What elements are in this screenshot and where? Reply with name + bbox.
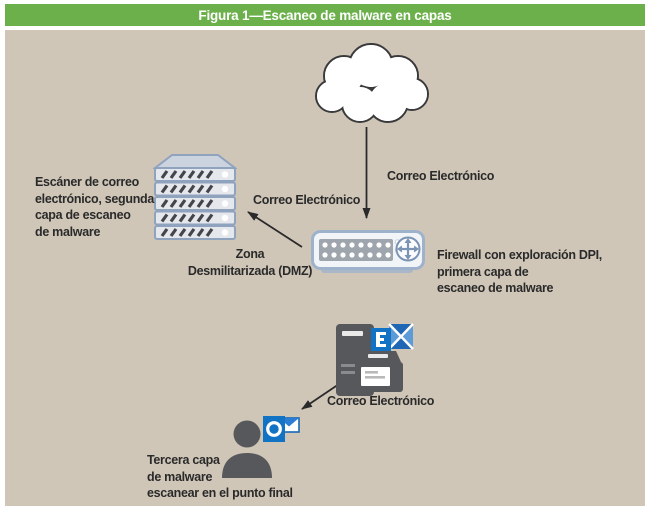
figure-title: Figura 1—Escaneo de malware en capas <box>198 7 452 23</box>
mail-scanner-server-stack-icon <box>153 154 237 240</box>
label-email-scanner-line1: Escáner de correo <box>35 175 139 189</box>
internet-cloud-icon <box>315 43 429 123</box>
label-endpoint-line2: de malware <box>147 469 213 484</box>
label-email-scanner-line3: capa de escaneo <box>35 208 131 222</box>
label-endpoint-line3: escanear en el punto final <box>147 486 293 500</box>
figure-title-bar: Figura 1—Escaneo de malware en capas <box>5 4 645 26</box>
end-user-person-icon <box>222 420 272 478</box>
label-firewall: Firewall con exploración DPI, primera ca… <box>437 247 602 297</box>
label-endpoint: Tercera capa de malware escanear en el p… <box>147 452 293 502</box>
label-email-scanner-line2: electrónico, segunda <box>35 191 155 206</box>
label-firewall-line3: escaneo de malware <box>437 281 554 295</box>
label-dmz-line1: Zona <box>235 247 265 261</box>
label-email-scanner: Escáner de correo electrónico, segunda c… <box>35 174 154 240</box>
label-email-firewall-to-scanner: Correo Electrónico <box>253 193 361 207</box>
label-dmz-line2: Desmilitarizada (DMZ) <box>187 263 313 278</box>
label-firewall-line1: Firewall con exploración DPI, <box>437 248 602 262</box>
firewall-appliance-icon <box>311 230 425 273</box>
label-dmz: Zona Desmilitarizada (DMZ) <box>165 246 335 279</box>
label-email-cloud-to-firewall: Correo Electrónico <box>387 169 495 183</box>
outlook-icon <box>263 416 300 442</box>
mail-appliance-icon <box>355 351 403 392</box>
exchange-icon <box>371 323 414 351</box>
label-email-scanner-line4: de malware <box>35 224 101 239</box>
label-email-server-to-endpoint: Correo Electrónico <box>327 394 435 408</box>
label-endpoint-line1: Tercera capa <box>147 453 220 467</box>
label-firewall-line2: primera capa de <box>437 264 529 279</box>
